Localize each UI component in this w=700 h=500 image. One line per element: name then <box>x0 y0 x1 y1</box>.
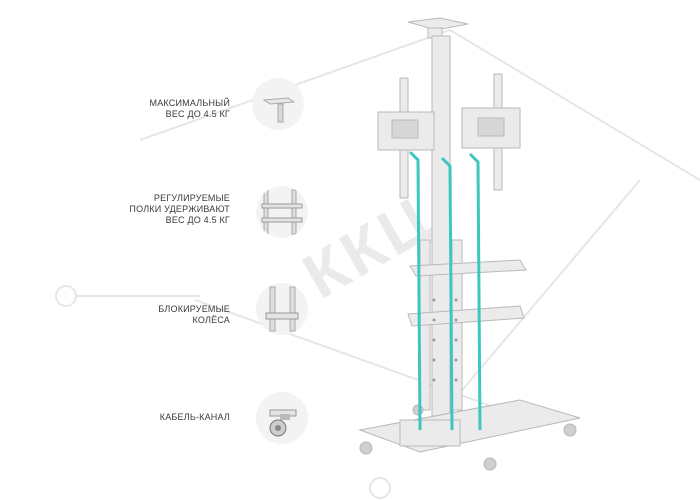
top-shelf-icon <box>252 78 304 130</box>
feature-label-adjustable-shelves: РЕГУЛИРУЕМЫЕ ПОЛКИ УДЕРЖИВАЮТ ВЕС ДО 4.5… <box>129 193 230 225</box>
feature-label-max-weight: МАКСИМАЛЬНЫЙ ВЕС ДО 4.5 КГ <box>149 98 230 119</box>
feature-label-cable-channel: КАБЕЛЬ-КАНАЛ <box>159 412 230 422</box>
feature-label-locking-wheels: БЛОКИРУЕМЫЕ КОЛЁСА <box>158 304 230 325</box>
frame-icon <box>256 283 308 335</box>
wheel-icon <box>256 392 308 444</box>
shelves-icon <box>256 186 308 238</box>
